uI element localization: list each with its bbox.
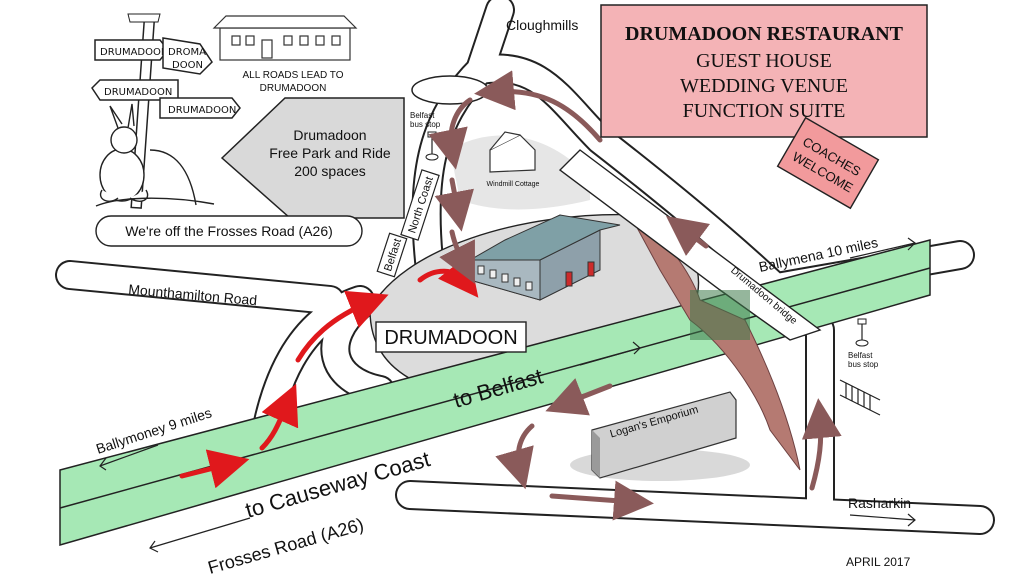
park-ride-label: 200 spaces xyxy=(294,163,366,179)
drumadoon-label: DRUMADOON xyxy=(375,321,527,353)
header-box: DRUMADOON RESTAURANT GUEST HOUSE WEDDING… xyxy=(600,4,928,138)
house-sketch-icon xyxy=(212,15,358,61)
signpost-caption: ALL ROADS LEAD TO xyxy=(243,70,344,81)
bus-stop-label: Belfast xyxy=(410,111,435,120)
header-title: DRUMADOON RESTAURANT xyxy=(625,23,904,45)
signpost-caption: DRUMADOON xyxy=(260,83,327,94)
date-stamp: APRIL 2017 xyxy=(846,555,911,569)
sign-board: DRUMADOON xyxy=(91,79,179,101)
header-line: FUNCTION SUITE xyxy=(683,100,846,122)
bus-stop-label: bus stop xyxy=(410,120,441,129)
windmill-grounds xyxy=(450,135,590,210)
header-line: WEDDING VENUE xyxy=(680,75,848,97)
windmill-cottage-label: Windmill Cottage xyxy=(487,181,540,188)
coaches-welcome-badge: COACHES WELCOME xyxy=(776,116,880,210)
bus-stop-label: bus stop xyxy=(848,360,879,369)
railing-icon xyxy=(839,379,881,416)
park-ride-label: Drumadoon xyxy=(293,127,366,143)
sign-board: DRUMADOON xyxy=(94,39,169,61)
sign-text: DRUMADOON xyxy=(104,87,172,98)
park-ride-label: Free Park and Ride xyxy=(269,145,391,161)
rasharkin-label: Rasharkin xyxy=(848,495,911,511)
sign-text: DRUMADOON xyxy=(168,105,236,116)
drumadoon-label-text: DRUMADOON xyxy=(384,327,517,349)
sign-board: DRUMADOON xyxy=(159,97,241,119)
belfast-roadside-sign: Belfast xyxy=(376,232,408,278)
cloughmills-label: Cloughmills xyxy=(506,17,578,33)
sign-text: DROMA xyxy=(168,47,206,58)
sign-text: DRUMADOON xyxy=(100,47,168,58)
header-line: GUEST HOUSE xyxy=(696,50,832,72)
bus-stop-icon xyxy=(855,318,869,347)
route-arrows-brown xyxy=(428,70,842,521)
windmill-cottage-icon xyxy=(489,131,536,173)
drumadoon-building xyxy=(468,214,621,301)
off-road-note: We're off the Frosses Road (A26) xyxy=(95,215,363,247)
hare-icon xyxy=(99,103,149,202)
sign-board: DROMA DOON xyxy=(162,37,213,75)
off-road-note-text: We're off the Frosses Road (A26) xyxy=(125,223,333,239)
bridge-shadow xyxy=(690,290,750,340)
direction-arrows xyxy=(99,237,916,553)
signpost-illustration: DRUMADOON DROMA DOON DRUMADOON DRUMADOON xyxy=(91,13,241,209)
park-and-ride-area: Drumadoon Free Park and Ride 200 spaces xyxy=(220,97,405,219)
sign-text: DOON xyxy=(172,60,203,71)
logans-emporium: Logan's Emporium xyxy=(570,391,750,481)
bus-stop-label: Belfast xyxy=(848,351,873,360)
